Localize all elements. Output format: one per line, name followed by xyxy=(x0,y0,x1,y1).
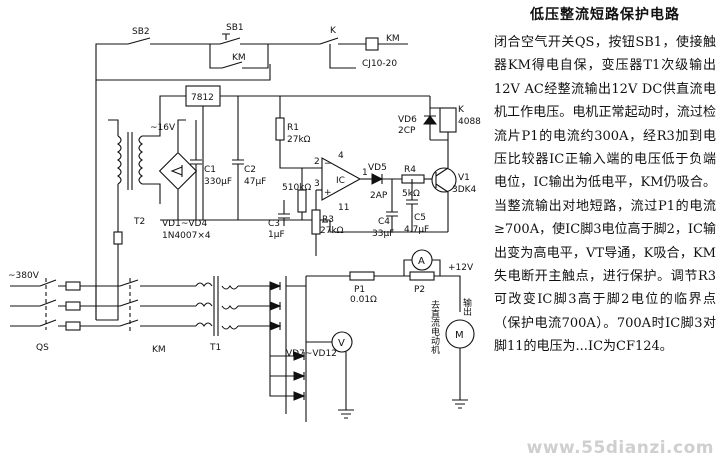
p2-label: P2 xyxy=(414,285,425,295)
vd712-label: VD7~VD12 xyxy=(286,349,337,359)
pin4-label: 4 xyxy=(338,151,344,161)
reg-label: 7812 xyxy=(191,93,214,103)
pin1-label: 1 xyxy=(362,168,368,178)
c5-label: C5 xyxy=(414,213,426,223)
sb2-label: SB2 xyxy=(132,27,150,37)
article-title: 低压整流短路保护电路 xyxy=(530,7,680,23)
km-bottom-label: KM xyxy=(152,345,166,355)
vd5-value: 2AP xyxy=(370,191,388,201)
pin3-label: 3 xyxy=(314,179,320,189)
ammeter-symbol: A xyxy=(418,256,425,267)
r4-label: R4 xyxy=(404,165,416,175)
p1-value: 0.01Ω xyxy=(350,295,377,305)
c1-label: C1 xyxy=(204,165,216,175)
motor-symbol: M xyxy=(455,330,464,341)
r2-value: 510kΩ xyxy=(282,183,311,193)
vd6-value: 2CP xyxy=(398,126,416,136)
c2-value: 47μF xyxy=(244,177,266,187)
output-label: 输出 xyxy=(461,297,472,317)
voltmeter-symbol: V xyxy=(338,338,345,349)
cj-label: CJ10-20 xyxy=(362,59,397,69)
k-relay-value: 4088 xyxy=(458,117,481,127)
vd14-label: VD1~VD4 xyxy=(162,219,207,229)
k-relay-label: K xyxy=(458,105,465,115)
r1-label: R1 xyxy=(287,123,299,133)
c4-label: C4 xyxy=(378,217,390,227)
description-panel: 低压整流短路保护电路 闭合空气开关QS，按钮SB1，使接触器KM得电自保，变压器… xyxy=(494,4,716,359)
ic-plus: + xyxy=(324,188,332,198)
v1-label: V1 xyxy=(458,173,470,183)
watermark: www.55dianzi.com xyxy=(526,438,714,458)
article-body: 闭合空气开关QS，按钮SB1，使接触器KM得电自保，变压器T1次级输出12V A… xyxy=(494,35,716,355)
ic-minus: − xyxy=(324,159,332,169)
km-holding-label: KM xyxy=(232,53,246,63)
r3-label: R3 xyxy=(322,215,334,225)
r3-value: 27kΩ xyxy=(320,226,344,236)
c1-value: 330μF xyxy=(204,177,232,187)
vd5-label: VD5 xyxy=(368,163,387,173)
t2-label: T2 xyxy=(133,217,145,227)
km-coil-label: KM xyxy=(386,34,400,44)
v1-value: 3DK4 xyxy=(452,185,477,195)
k-contact-label: K xyxy=(330,26,337,36)
vd6-label: VD6 xyxy=(398,115,417,125)
c3-label: C3 xyxy=(268,219,280,229)
pin11-label: 11 xyxy=(338,203,349,213)
control-line xyxy=(95,33,408,320)
circuit-schematic: SB2 SB1 K KM KM CJ10-20 7812 ~16V C1 330… xyxy=(8,23,481,422)
p1-label: P1 xyxy=(354,285,365,295)
r1-value: 27kΩ xyxy=(287,135,311,145)
vd14-value: 1N4007×4 xyxy=(162,231,211,241)
pin2-label: 2 xyxy=(314,157,320,167)
motor-destination-label: 去直流电动机 xyxy=(429,299,440,355)
main-power xyxy=(10,249,475,422)
c4-value: 33μF xyxy=(372,229,394,239)
t1-label: T1 xyxy=(209,343,221,353)
sb1-label: SB1 xyxy=(226,23,244,33)
r4-value: 5kΩ xyxy=(402,189,420,199)
qs-label: QS xyxy=(36,343,49,353)
ic-label: IC xyxy=(336,176,345,186)
c2-label: C2 xyxy=(244,165,256,175)
ac16-label: ~16V xyxy=(150,123,176,133)
comparator-section xyxy=(275,96,457,256)
ac380-label: ~380V xyxy=(8,271,40,281)
power-supply xyxy=(108,85,430,262)
v12-label: +12V xyxy=(448,263,474,273)
c3-value: 1μF xyxy=(268,230,285,240)
c5-value: 4.7μF xyxy=(404,225,429,235)
